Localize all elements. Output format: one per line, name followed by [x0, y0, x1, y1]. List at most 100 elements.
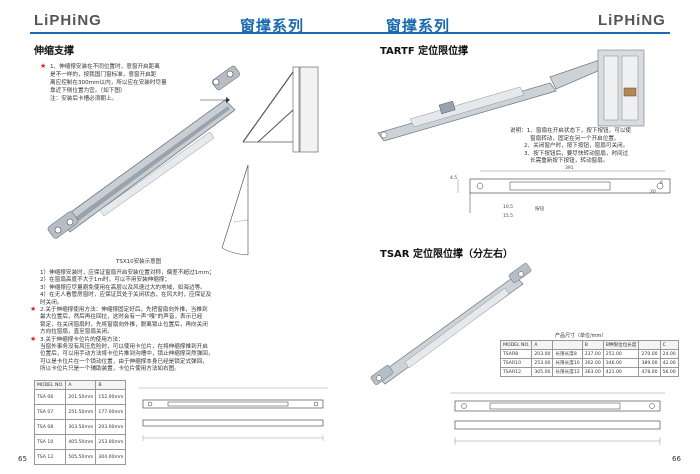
note-line: 1）伸缩撑安装时，应保证窗扇开启安装位置对称，偏差不超过1mm；	[40, 270, 215, 276]
stay-arm	[47, 65, 240, 239]
table-row: TSAR10 253.00 长限长度10 302.00 346.00 389.0…	[499, 358, 679, 368]
dimension-label: 391	[565, 166, 574, 171]
tsar-stay-image	[370, 263, 532, 385]
table-cell: 303.50mm	[65, 419, 97, 435]
column-header: B	[581, 340, 604, 350]
table-cell: 305.00	[531, 367, 554, 377]
table-cell: 421.00	[602, 367, 640, 377]
dimension-label: 20	[650, 190, 656, 195]
star-icon: ★	[40, 62, 47, 70]
column-header	[638, 340, 661, 350]
table-cell: 长限长度10	[552, 358, 583, 368]
table-cell: 42.00	[659, 358, 679, 368]
dimension-label: 4.5	[450, 176, 458, 181]
column-header: A	[531, 340, 554, 350]
stay-install-sketch	[242, 66, 319, 153]
page-number: 65	[18, 455, 27, 463]
section-title: 伸缩支撑	[34, 46, 74, 57]
table-cell: TSA 12	[33, 449, 67, 465]
table-cell: TSAR8	[499, 349, 533, 359]
table-row: TSA 10 405.50mm 253.00mm	[33, 434, 127, 450]
note-line: 2）在窗扇高度不大于1m时，可以不用安装伸缩撑；	[40, 277, 171, 284]
note-line: 锁定，在关闭窗扇时，先将窗扇向外推，脱离锁止位置后，再向关闭	[40, 321, 208, 328]
note-line: ★2.关于伸缩撑使用方法：伸缩撑固定好后，先把窗扇向外推，当推到	[30, 305, 208, 314]
table-cell: TSA 08	[33, 419, 67, 435]
page-number: 66	[672, 455, 681, 463]
tartf-technical-drawing	[457, 170, 671, 213]
table-cell: 304.00mm	[95, 449, 127, 465]
star-icon: ★	[30, 305, 37, 314]
section-title-tartf: TARTF 定位限位撑	[380, 46, 469, 57]
pointer-arrow	[200, 97, 230, 103]
note-line: 位置后，可以用手动方法将卡位片推到沟槽中，锁止伸缩撑突然弹回，	[40, 351, 214, 358]
star-icon: ★	[30, 334, 37, 343]
table-cell: 24.00	[659, 349, 679, 359]
column-header	[552, 340, 583, 350]
opening-arc-diagram	[221, 164, 249, 256]
right-page: 窗撑系列 LiPHiNG TARTF 定位限位撑 说明：1、窗扇在开启状态下，按…	[350, 0, 700, 474]
note-line: 所以卡位片只是一个辅助装置，卡位片使用方法如右图。	[40, 366, 180, 373]
dimension-label: 6	[660, 181, 663, 186]
button-label: 按钮	[535, 207, 544, 212]
table-cell: 346.00	[602, 358, 640, 368]
note-line: 当窗外事务没有风压危险时，可以使用卡位片，在将伸缩撑推到开启	[40, 344, 208, 351]
window-profile-image	[597, 49, 645, 127]
column-header: B	[95, 380, 127, 390]
table-cell: 251.50mm	[65, 404, 97, 420]
note-line: 3）伸缩撑应尽量避免使用在高层以及风速过大的地域，如海边等。	[40, 284, 206, 291]
table-cell: TSA 06	[33, 389, 67, 405]
table-cell: 201.50mm	[65, 389, 97, 405]
table-cell: TSA 07	[33, 404, 67, 420]
table-cell: 478.00	[638, 367, 661, 377]
table-cell: 270.00	[638, 349, 661, 359]
note-line: 注：安装后卡槽必须朝上。	[50, 96, 118, 102]
note-line: 时关闭。	[40, 299, 63, 306]
tartf-note: 说明：1、窗扇在开启状态下，按下按钮，可以使 窗扇转动，固定在另一个开启位置。 …	[510, 128, 680, 166]
table-row: TSA 06 201.50mm 152.00mm	[33, 389, 127, 405]
table-cell: 505.50mm	[65, 449, 97, 465]
table-row: TSA 12 505.50mm 304.00mm	[33, 449, 127, 465]
header-divider	[350, 32, 670, 34]
table-row: TSA 07 251.50mm 177.00mm	[33, 404, 127, 420]
note-line: 1、伸缩撑安装在不同位置时，意窗开启距离	[50, 64, 160, 70]
note-line: 方向拉窗扇，直至窗扇关闭。	[40, 329, 113, 336]
brand-logo: LiPHiNG	[34, 12, 102, 29]
stay-technical-drawing	[138, 387, 328, 441]
note-line: 最大位置后，然后再往回拉，这时会有一声“嘎”的声音，表示已经	[40, 314, 203, 321]
note-line: 3、按下按钮后，要尽快转动窗扇，时间过	[524, 150, 629, 157]
table-cell: 253.00mm	[95, 434, 127, 450]
series-title: 窗撑系列	[240, 17, 305, 35]
dimension-label: 15.5	[503, 214, 514, 219]
table-cell: 389.00	[638, 358, 661, 368]
note-line: 4）在无人看管房窗时，应保证其处于关闭状态，在风大时，应保证及	[40, 292, 212, 299]
column-header: A	[65, 380, 97, 390]
note-line: 靠近下侧位置为宜。（如下图）	[50, 88, 126, 94]
table-cell: 253.00	[531, 358, 554, 368]
table-cell: 152.00mm	[95, 389, 127, 405]
table-cell: 251.00	[602, 349, 640, 359]
table-cell: 405.50mm	[65, 434, 97, 450]
table-row: TSAR12 305.00 长限长度12 363.00 421.00 478.0…	[499, 367, 679, 377]
note-line: 2、关闭窗户时，按下按钮，窗扇可关闭。	[524, 143, 629, 150]
note-line: 窗扇转动，固定在另一个开启位置。	[530, 135, 620, 142]
install-note: ★ 1、伸缩撑安装在不同位置时，意窗开启距离 是不一样的，按我国门窗标准，意窗开…	[40, 62, 190, 103]
left-page: LiPHiNG 窗撑系列 伸缩支撑 ★ 1、伸缩撑安装在不同位置时，意窗开启距离…	[18, 12, 350, 465]
tartf-stay-image	[377, 56, 613, 142]
table-cell: 177.00mm	[95, 404, 127, 420]
table-cell: 56.00	[659, 367, 679, 377]
note-line: ★3.关于伸缩撑卡位片的使用方法：	[30, 334, 124, 343]
note-line: 说明：1、窗扇在开启状态下，按下按钮，可以使	[510, 128, 632, 134]
note-line: 是不一样的，按我国门窗标准，意窗开启距	[50, 72, 157, 78]
series-title: 窗撑系列	[386, 17, 451, 35]
tsar-spec-table: MODEL NO. A B B种限位位长度 C TSAR8 203.00 长限长…	[499, 340, 679, 377]
brand-logo: LiPHiNG	[598, 12, 666, 29]
table-header-row: MODEL NO. A B	[33, 380, 127, 390]
table-cell: 长限长度12	[552, 367, 583, 377]
column-header: MODEL NO.	[499, 340, 533, 350]
section-title-tsar: TSAR 定位限位撑（分左右）	[380, 249, 513, 260]
table-cell: TSA 10	[33, 434, 67, 450]
note-line: 可以是卡位片在一个锁动位置，由于伸缩撑本身已经是锁定式弹回，	[40, 358, 208, 365]
diagram-caption: TSX10安装示意图	[116, 259, 162, 265]
column-header: C	[659, 340, 679, 350]
table-cell: TSAR12	[499, 367, 533, 377]
